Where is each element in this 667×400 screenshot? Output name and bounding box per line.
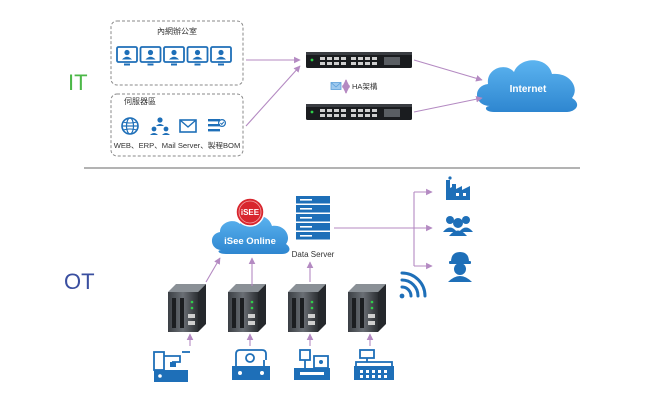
it-arrows bbox=[245, 56, 483, 127]
mail-icon bbox=[330, 82, 342, 90]
ot-arrows bbox=[186, 257, 374, 346]
server-room-title: 伺服器區 bbox=[124, 96, 156, 106]
office-title: 內網辦公室 bbox=[157, 26, 197, 36]
globe-icon bbox=[121, 117, 139, 135]
cash-register-icon bbox=[354, 349, 394, 380]
people-network-icon bbox=[150, 117, 170, 135]
server-room-caption: WEB、ERP、Mail Server、製程BOM bbox=[114, 140, 241, 150]
computer-user-icon bbox=[139, 46, 162, 66]
computer-user-icon bbox=[186, 46, 209, 66]
internet-cloud: Internet bbox=[476, 60, 578, 112]
ot-section-label: OT bbox=[64, 269, 95, 294]
ha-label: HA架構 bbox=[352, 81, 378, 91]
cnc-machine-icon bbox=[153, 351, 190, 382]
industrial-gateway-icon bbox=[228, 284, 266, 332]
computer-user-icon bbox=[116, 46, 138, 66]
gateway-row bbox=[168, 284, 386, 332]
firewall-bottom bbox=[306, 104, 412, 120]
computer-user-icon bbox=[210, 46, 232, 66]
arrow-server-to-firewall bbox=[245, 65, 301, 127]
office-pcs bbox=[116, 46, 232, 66]
data-server-icon bbox=[296, 196, 330, 240]
arrow-gateway1-to-isee bbox=[205, 257, 221, 283]
it-section-label: IT bbox=[68, 70, 88, 95]
server-room-group: 伺服器區 WEB、ERP、Mai bbox=[110, 93, 244, 157]
industrial-gateway-icon bbox=[348, 284, 386, 332]
sewing-machine-icon bbox=[232, 349, 270, 380]
computer-user-icon bbox=[163, 46, 185, 66]
isee-cloud-label: iSee Online bbox=[224, 236, 276, 247]
scale-machine-icon bbox=[294, 349, 330, 380]
internet-label: Internet bbox=[510, 84, 547, 95]
wifi-icon bbox=[399, 271, 427, 299]
worker-icon bbox=[448, 252, 472, 282]
group-icon bbox=[443, 216, 473, 236]
isee-badge: iSEE bbox=[235, 197, 265, 227]
mail-icon bbox=[179, 119, 197, 133]
isee-online-cloud: iSee Online bbox=[211, 215, 290, 254]
data-server-label: Data Server bbox=[292, 250, 335, 259]
industrial-gateway-icon bbox=[168, 284, 206, 332]
industrial-gateway-icon bbox=[288, 284, 326, 332]
firewall-top bbox=[306, 52, 412, 68]
data-server-branch bbox=[334, 188, 433, 270]
arrow-firewall-bottom-to-internet bbox=[413, 95, 483, 113]
arrow-firewall-top-to-internet bbox=[413, 59, 483, 82]
ha-indicator: HA架構 bbox=[330, 79, 378, 94]
office-group: 內網辦公室 bbox=[110, 20, 244, 86]
office-box bbox=[110, 20, 244, 86]
server-room-box bbox=[110, 93, 244, 157]
factory-icon bbox=[446, 176, 470, 200]
isee-badge-text: iSEE bbox=[241, 208, 260, 217]
document-list-icon bbox=[208, 118, 227, 132]
